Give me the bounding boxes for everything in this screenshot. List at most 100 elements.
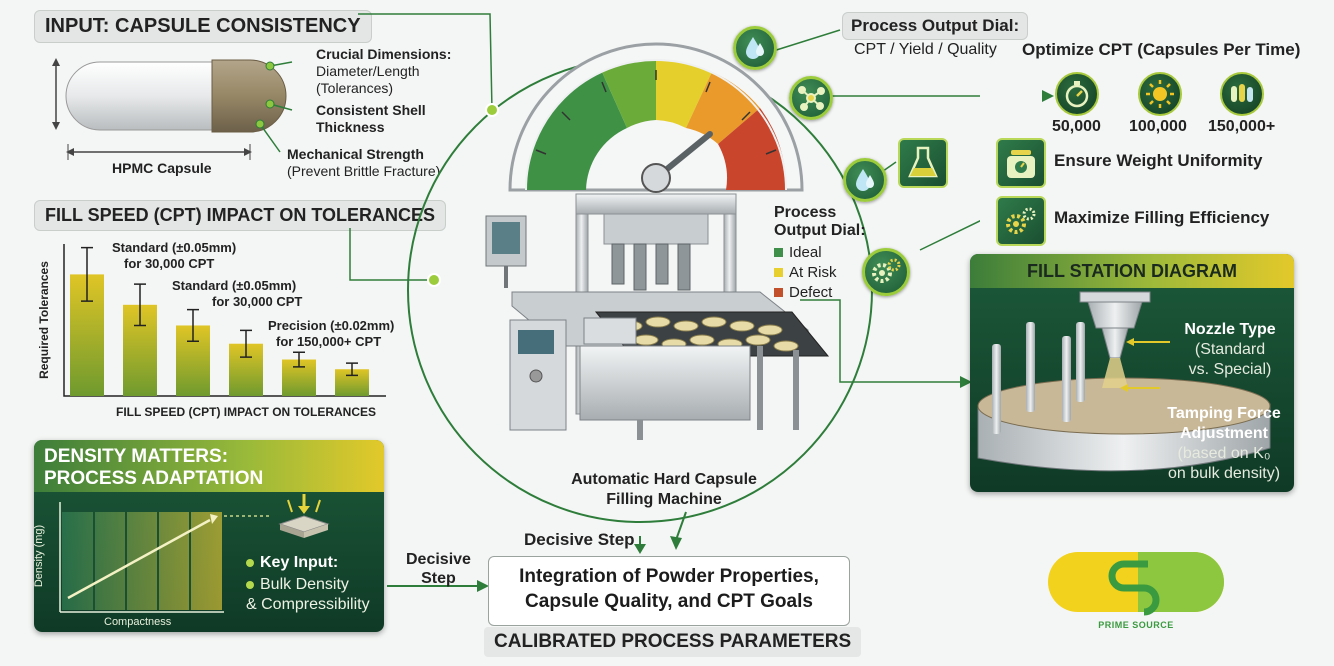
flask-icon (898, 138, 948, 188)
tamp-sub-2: on bulk density) (1167, 465, 1281, 482)
dim3-sub: (Prevent Brittle Fracture) (287, 163, 441, 179)
capsule-bottle-icon (1220, 72, 1264, 116)
annotation-3: Precision (±0.02mm) for 150,000+ CPT (268, 318, 394, 350)
connector-capsule (358, 13, 493, 111)
integration-line-1: Integration of Powder Properties, (519, 566, 819, 587)
legend-item-defect: Defect (774, 284, 866, 302)
ann2-a: Standard (±0.05mm) (172, 278, 297, 293)
ann3-a: Precision (±0.02mm) (268, 318, 395, 333)
connector-chart (349, 228, 434, 281)
output-dial-subtitle: CPT / Yield / Quality (854, 41, 997, 58)
error-bar-1 (81, 246, 93, 302)
error-bar-3 (187, 308, 199, 343)
dim1-title: Crucial Dimensions: (316, 46, 452, 62)
fill-speed-title: FILL SPEED (CPT) IMPACT ON TOLERANCES (34, 200, 447, 231)
legend-ideal-label: Ideal (789, 244, 822, 261)
density-chart (59, 494, 330, 613)
dim1-line2: (Tolerances) (316, 80, 394, 96)
key-input-label: Key Input: (246, 554, 338, 572)
dimension-1: Crucial Dimensions: Diameter/Length (Tol… (316, 46, 451, 97)
speed-100000: 100,000 (1129, 118, 1187, 135)
molecule-icon (789, 76, 833, 120)
capsule-section-title: INPUT: CAPSULE CONSISTENCY (34, 10, 372, 43)
legend-title-2: Output Dial: (774, 222, 866, 239)
decisive-left-2: Step (421, 570, 456, 587)
annotation-1: Standard (±0.05mm) for 30,000 CPT (112, 240, 236, 272)
water-drop-icon (733, 26, 777, 70)
scale-icon (996, 138, 1046, 188)
error-bar-6 (346, 362, 358, 377)
machine-label-2: Filling Machine (606, 491, 722, 508)
tamp-title-1: Tamping Force (1167, 405, 1281, 422)
gear-icon (862, 248, 910, 296)
stopwatch-icon (1055, 72, 1099, 116)
dim2-line1: Consistent Shell (316, 102, 426, 118)
optimize-arrow (1042, 90, 1054, 102)
chart-axes (63, 244, 386, 397)
chart-x-label: FILL SPEED (CPT) IMPACT ON TOLERANCES (116, 405, 376, 419)
calibrated-banner: CALIBRATED PROCESS PARAMETERS (484, 627, 862, 657)
dim2-line2: Thickness (316, 119, 385, 135)
key-input-text: Key Input: (260, 554, 339, 571)
density-header (34, 440, 384, 492)
error-bar-2 (134, 283, 146, 327)
capsule-label: HPMC Capsule (112, 160, 212, 176)
decisive-top-label: Decisive Step (524, 530, 635, 549)
fill-station-header (970, 254, 1294, 288)
logo-text: PRIME SOURCE (1098, 620, 1174, 630)
integration-box: Integration of Powder Properties, Capsul… (488, 556, 850, 626)
ann1-b: for 30,000 CPT (124, 256, 215, 271)
speed-150000: 150,000+ (1208, 118, 1276, 135)
central-diagram (349, 13, 980, 554)
density-title-2: PROCESS ADAPTATION (44, 468, 264, 489)
powder-stack-icon (278, 494, 330, 538)
nozzle-sub-2: vs. Special) (1188, 361, 1272, 378)
bullet1-text: Bulk Density (260, 576, 349, 593)
decisive-left-label: Decisive Step (406, 550, 471, 588)
legend-title-1: Process (774, 204, 837, 221)
dim1-line1: Diameter/Length (316, 63, 420, 79)
ann2-b: for 30,000 CPT (212, 294, 303, 309)
ann3-b: for 150,000+ CPT (276, 334, 382, 349)
output-dial-title: Process Output Dial: (842, 12, 1029, 40)
legend-item-ideal: Ideal (774, 244, 866, 262)
density-x-label: Compactness (104, 616, 172, 628)
legend-risk-label: At Risk (789, 264, 837, 281)
density-bullet-2: & Compressibility (246, 596, 370, 613)
fill-station-panel: FILL STATION DIAGRAM Nozzle Type (Standa… (970, 254, 1294, 492)
decisive-left-1: Decisive (406, 551, 471, 568)
nozzle-sub-1: (Standard (1194, 341, 1266, 358)
ann1-a: Standard (±0.05mm) (112, 240, 237, 255)
machine-label: Automatic Hard Capsule Filling Machine (566, 470, 762, 510)
decisive-arrow (387, 580, 489, 592)
nozzle-label: Nozzle Type (Standard vs. Special) (1166, 320, 1294, 380)
error-bar-4 (240, 329, 252, 358)
dial-legend: Process Output Dial: Ideal At Risk Defec… (774, 204, 866, 302)
filling-efficiency-label: Maximize Filling Efficiency (1054, 208, 1270, 227)
dimension-2: Consistent Shell Thickness (316, 102, 426, 136)
tamp-title-2: Adjustment (1180, 425, 1268, 442)
dim3-title: Mechanical Strength (287, 146, 424, 162)
legend-defect-label: Defect (789, 284, 833, 301)
density-title-1: DENSITY MATTERS: (44, 446, 229, 467)
density-y-label: Density (mg) (34, 524, 46, 588)
fill-station-title: FILL STATION DIAGRAM (1027, 261, 1237, 281)
error-bar-5 (293, 351, 305, 368)
legend-item-risk: At Risk (774, 264, 866, 282)
speed-50000: 50,000 (1052, 118, 1101, 135)
weight-uniformity-label: Ensure Weight Uniformity (1054, 151, 1263, 170)
annotation-2: Standard (±0.05mm) for 30,000 CPT (172, 278, 302, 310)
capsule-illustration (52, 58, 293, 160)
gear-icon (996, 196, 1046, 246)
density-bullet-1: Bulk Density (246, 576, 349, 594)
fill-station-illustration (977, 291, 1271, 472)
chart-y-label: Required Tolerances (37, 261, 51, 379)
tamp-sub-1: (based on K₀ (1177, 445, 1271, 462)
density-panel: DENSITY MATTERS: PROCESS ADAPTATION Dens… (34, 440, 384, 632)
prime-source-logo (1048, 552, 1224, 616)
tamping-label: Tamping Force Adjustment (based on K₀ on… (1154, 404, 1294, 484)
nozzle-title: Nozzle Type (1184, 321, 1276, 338)
optimize-cpt-label: Optimize CPT (Capsules Per Time) (1022, 40, 1301, 59)
dimension-3: Mechanical Strength (Prevent Brittle Fra… (287, 146, 440, 180)
